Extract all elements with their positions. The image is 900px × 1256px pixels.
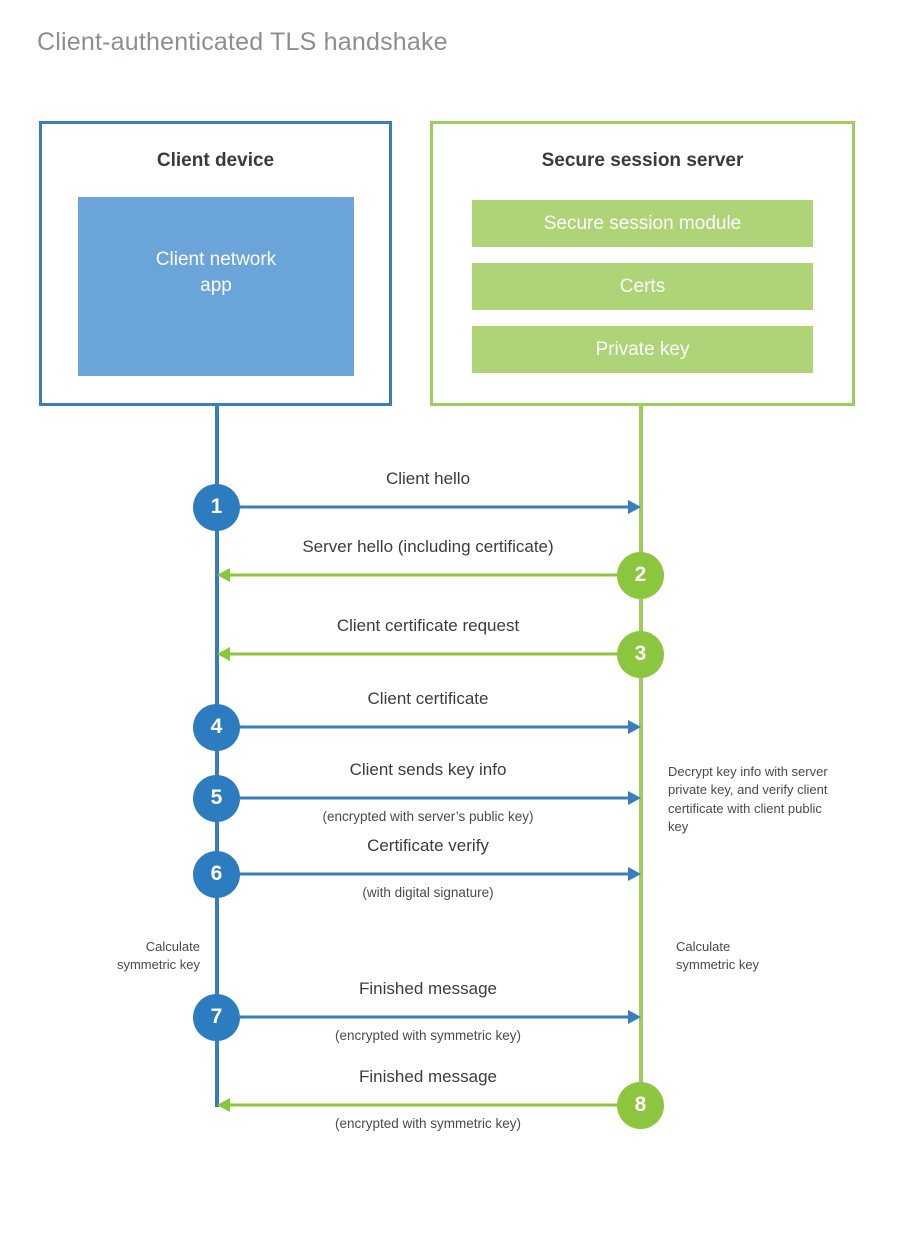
message-label-5: Client sends key info [349, 760, 507, 779]
step-badge-7[interactable]: 7 [193, 993, 240, 1041]
message-label-2: Server hello (including certificate) [302, 537, 554, 556]
client-network-app-label: Client network app [155, 248, 277, 296]
client-network-app-block: Client network app [78, 197, 354, 376]
message-arrow-8 [217, 1098, 641, 1112]
note-calculate-symmetric-key-server: Calculate symmetric key [676, 939, 760, 973]
message-arrow-1 [217, 500, 641, 514]
step-badge-2[interactable]: 2 [617, 551, 664, 599]
step-number: 2 [634, 563, 647, 586]
note-decrypt-key-info: Decrypt key info with server private key… [668, 764, 828, 835]
server-component-label: Certs [619, 275, 666, 297]
page-title: Client-authenticated TLS handshake [37, 28, 448, 56]
message-label-4: Client certificate [367, 689, 489, 708]
message-sublabel-8: (encrypted with symmetric key) [334, 1116, 522, 1131]
server-lifeline [639, 404, 643, 1107]
message-label-6: Certificate verify [367, 836, 489, 855]
step-number: 4 [210, 715, 223, 738]
message-arrow-7 [217, 1010, 641, 1024]
step-badge-4[interactable]: 4 [193, 703, 240, 751]
step-number: 7 [210, 1005, 223, 1028]
step-number: 3 [634, 642, 647, 665]
step-badge-1[interactable]: 1 [193, 483, 240, 531]
client-device-title: Client device [156, 150, 275, 171]
server-component-private-key: Private key [472, 326, 813, 373]
step-number: 6 [210, 862, 223, 885]
step-badge-8[interactable]: 8 [617, 1081, 664, 1129]
message-label-3: Client certificate request [336, 616, 520, 635]
step-number: 1 [210, 495, 223, 518]
server-component-certs: Certs [472, 263, 813, 310]
client-device-box: Client device Client network app [39, 121, 392, 406]
message-arrow-2 [217, 568, 641, 582]
note-calculate-symmetric-key-client: Calculate symmetric key [116, 939, 200, 973]
message-label-7: Finished message [359, 979, 497, 998]
message-arrow-3 [217, 647, 641, 661]
step-badge-5[interactable]: 5 [193, 774, 240, 822]
step-number: 5 [210, 786, 223, 809]
step-badge-3[interactable]: 3 [617, 630, 664, 678]
message-arrow-6 [217, 867, 641, 881]
server-component-label: Private key [595, 338, 690, 360]
secure-session-server-box: Secure session server Secure session mod… [430, 121, 855, 406]
message-sublabel-5: (encrypted with server’s public key) [322, 809, 534, 824]
message-label-8: Finished message [359, 1067, 497, 1086]
message-sublabel-6: (with digital signature) [362, 885, 494, 900]
client-lifeline [215, 404, 219, 1107]
secure-session-server-title: Secure session server [541, 150, 744, 171]
message-arrow-4 [217, 720, 641, 734]
server-component-label: Secure session module [543, 212, 742, 234]
step-number: 8 [634, 1093, 647, 1116]
server-component-secure-session-module: Secure session module [472, 200, 813, 247]
message-sublabel-7: (encrypted with symmetric key) [334, 1028, 522, 1043]
message-label-1: Client hello [385, 469, 471, 488]
step-badge-6[interactable]: 6 [193, 850, 240, 898]
message-arrow-5 [217, 791, 641, 805]
